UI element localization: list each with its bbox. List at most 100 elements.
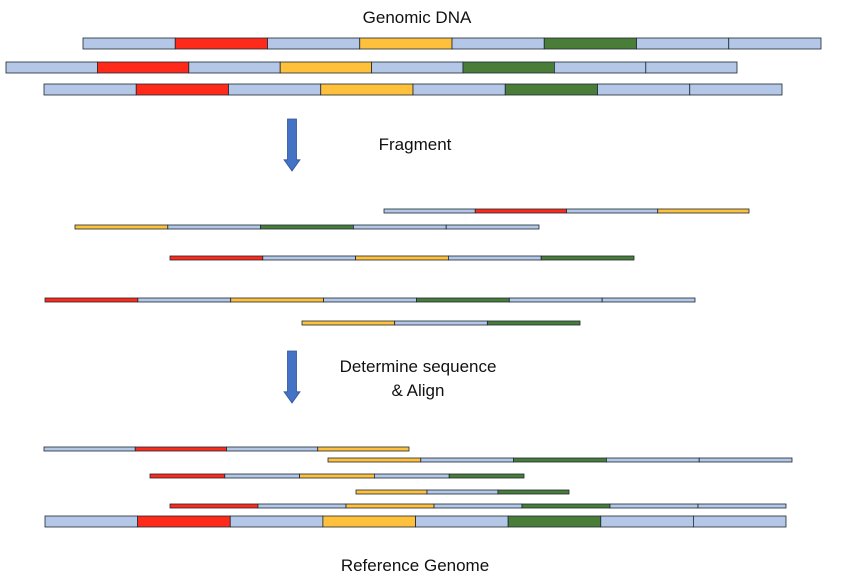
blue-segment xyxy=(636,37,730,50)
orange-segment xyxy=(74,224,169,230)
orange-segment xyxy=(230,297,324,303)
reference-genome-strip xyxy=(44,515,787,528)
fragment-5 xyxy=(301,320,581,326)
fragment-4 xyxy=(44,297,696,303)
red-segment xyxy=(174,37,268,50)
blue-segment xyxy=(445,224,540,230)
blue-segment xyxy=(698,457,793,463)
green-segment xyxy=(540,255,635,261)
arrows xyxy=(283,118,301,404)
fragment-3 xyxy=(169,255,635,261)
blue-segment xyxy=(412,83,506,96)
blue-segment xyxy=(728,37,822,50)
red-segment xyxy=(169,255,264,261)
blue-segment xyxy=(82,37,176,50)
fragment-1 xyxy=(383,208,750,214)
blue-segment xyxy=(323,297,417,303)
blue-segment xyxy=(606,457,700,463)
blue-segment xyxy=(226,446,319,452)
orange-segment xyxy=(345,503,435,509)
blue-segment xyxy=(352,224,447,230)
green-segment xyxy=(497,489,570,495)
blue-segment xyxy=(229,515,324,528)
red-segment xyxy=(135,83,229,96)
red-segment xyxy=(137,515,231,528)
red-segment xyxy=(97,61,190,74)
blue-segment xyxy=(508,297,603,303)
blue-segment xyxy=(44,515,139,528)
orange-segment xyxy=(359,37,453,50)
down-arrow-icon xyxy=(283,350,301,404)
blue-segment xyxy=(415,515,509,528)
green-segment xyxy=(260,224,354,230)
green-segment xyxy=(486,320,581,326)
orange-segment xyxy=(657,208,750,214)
orange-segment xyxy=(299,473,375,479)
red-segment xyxy=(474,208,567,214)
blue-segment xyxy=(554,61,647,74)
genomic-strip-1 xyxy=(82,37,822,50)
green-segment xyxy=(416,297,510,303)
green-segment xyxy=(504,83,598,96)
orange-segment xyxy=(322,515,416,528)
green-segment xyxy=(521,503,611,509)
blue-segment xyxy=(5,61,98,74)
blue-segment xyxy=(609,503,699,509)
blue-segment xyxy=(228,83,322,96)
red-segment xyxy=(149,473,226,479)
fragment-label: Fragment xyxy=(378,135,452,154)
orange-segment xyxy=(301,320,396,326)
blue-segment xyxy=(693,515,787,528)
blue-segment xyxy=(645,61,738,74)
blue-segment xyxy=(394,320,488,326)
blue-segment xyxy=(447,255,542,261)
genomic-dna-label: Genomic DNA xyxy=(362,8,472,27)
aligned-read-3 xyxy=(149,473,525,479)
dna-strips xyxy=(5,37,822,528)
red-segment xyxy=(169,503,259,509)
reference-genome-label: Reference Genome xyxy=(340,556,490,575)
blue-segment xyxy=(426,489,499,495)
blue-segment xyxy=(597,83,691,96)
blue-segment xyxy=(137,297,232,303)
genomic-strip-2 xyxy=(5,61,738,74)
red-segment xyxy=(134,446,227,452)
orange-segment xyxy=(327,457,422,463)
green-segment xyxy=(448,473,525,479)
blue-segment xyxy=(167,224,262,230)
orange-segment xyxy=(317,446,410,452)
blue-segment xyxy=(600,515,694,528)
aligned-read-4 xyxy=(355,489,570,495)
aligned-read-5 xyxy=(169,503,787,509)
blue-segment xyxy=(383,208,476,214)
orange-segment xyxy=(279,61,373,74)
blue-segment xyxy=(43,446,136,452)
aligned-read-2 xyxy=(327,457,793,463)
green-segment xyxy=(507,515,602,528)
blue-segment xyxy=(451,37,545,50)
determine-sequence-label: Determine sequence xyxy=(339,357,497,376)
aligned-read-1 xyxy=(43,446,410,452)
red-segment xyxy=(44,297,139,303)
blue-segment xyxy=(433,503,523,509)
blue-segment xyxy=(262,255,356,261)
align-label: & Align xyxy=(391,381,445,400)
green-segment xyxy=(462,61,555,74)
orange-segment xyxy=(320,83,414,96)
blue-segment xyxy=(697,503,787,509)
blue-segment xyxy=(257,503,347,509)
blue-segment xyxy=(689,83,783,96)
blue-segment xyxy=(420,457,514,463)
green-segment xyxy=(513,457,607,463)
orange-segment xyxy=(355,489,428,495)
blue-segment xyxy=(188,61,281,74)
fragment-2 xyxy=(74,224,540,230)
down-arrow-icon xyxy=(283,118,301,172)
blue-segment xyxy=(601,297,696,303)
genomic-strip-3 xyxy=(43,83,783,96)
blue-segment xyxy=(566,208,659,214)
blue-segment xyxy=(224,473,301,479)
blue-segment xyxy=(371,61,464,74)
blue-segment xyxy=(43,83,137,96)
